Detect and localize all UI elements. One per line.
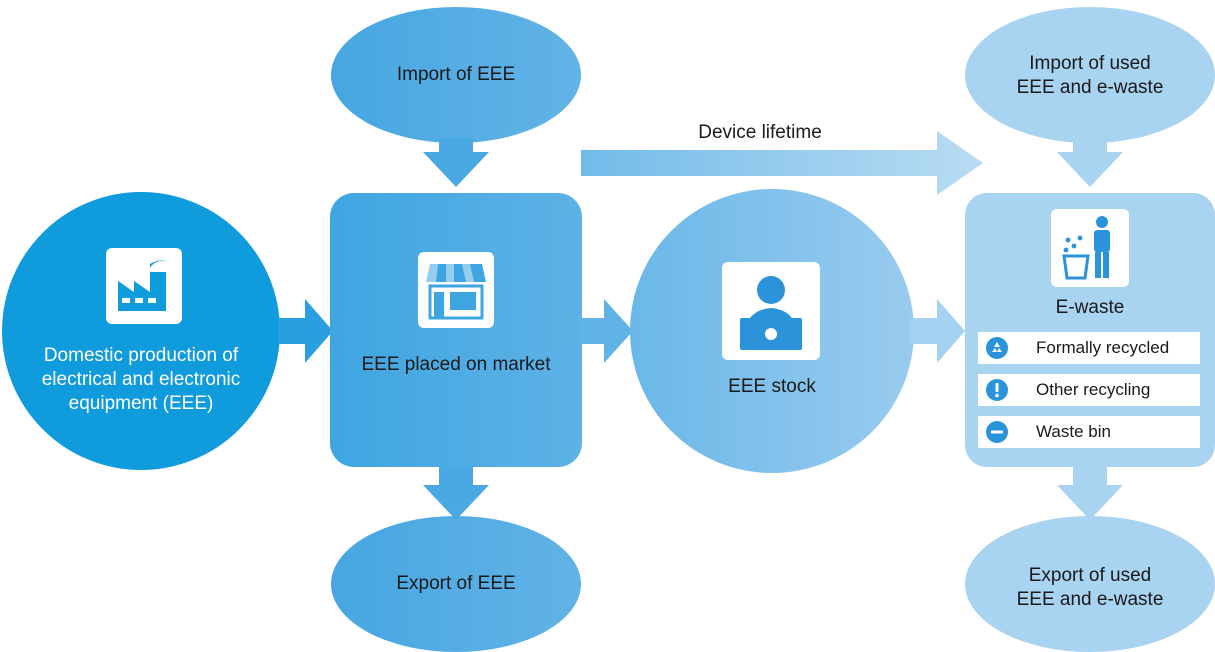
- domestic-production-label: Domestic production of electrical and el…: [41, 345, 241, 414]
- import-used-node: [965, 7, 1215, 143]
- stock-to-ewaste-arrow: [910, 299, 965, 363]
- export-eee-label: Export of EEE: [396, 573, 516, 594]
- stream-label: Formally recycled: [1036, 338, 1170, 357]
- stream-waste-bin: Waste bin: [978, 416, 1200, 448]
- market-to-stock-arrow: [580, 299, 633, 363]
- stream-formally-recycled: Formally recycled: [978, 332, 1200, 364]
- domestic-to-market-arrow: [278, 299, 333, 363]
- eee-stock-label: EEE stock: [728, 376, 816, 397]
- domestic-production-node: [2, 192, 280, 470]
- device-lifetime-label: Device lifetime: [698, 122, 822, 143]
- shop-icon: [418, 252, 494, 328]
- exclamation-icon: [986, 379, 1008, 401]
- factory-icon: [106, 248, 182, 324]
- export-eee-node: [331, 516, 581, 652]
- placed-on-market-label: EEE placed on market: [361, 354, 551, 375]
- trash-bin-icon: [1051, 209, 1129, 287]
- import-eee-label: Import of EEE: [396, 64, 516, 85]
- stream-label: Other recycling: [1036, 380, 1151, 399]
- ewaste-to-export-used-arrow: [1057, 466, 1123, 520]
- user-laptop-icon: [722, 262, 820, 360]
- stream-other-recycling: Other recycling: [978, 374, 1200, 406]
- recycle-icon: [986, 337, 1008, 359]
- stream-label: Waste bin: [1036, 422, 1111, 441]
- import-used-label: Import of used EEE and e-waste: [1016, 53, 1164, 98]
- minus-icon: [986, 421, 1008, 443]
- ewaste-label: E-waste: [1055, 297, 1125, 318]
- placed-on-market-node: [330, 193, 582, 467]
- ewaste-streams-list: Formally recycled Other recycling Waste …: [978, 332, 1200, 450]
- import-used-to-ewaste-arrow: [1057, 138, 1123, 187]
- import-to-market-arrow: [423, 138, 489, 187]
- device-lifetime-arrow: [581, 131, 983, 195]
- market-to-export-arrow: [423, 466, 489, 520]
- export-used-label: Export of used EEE and e-waste: [1016, 565, 1164, 610]
- import-eee-node: [331, 7, 581, 143]
- export-used-node: [965, 516, 1215, 652]
